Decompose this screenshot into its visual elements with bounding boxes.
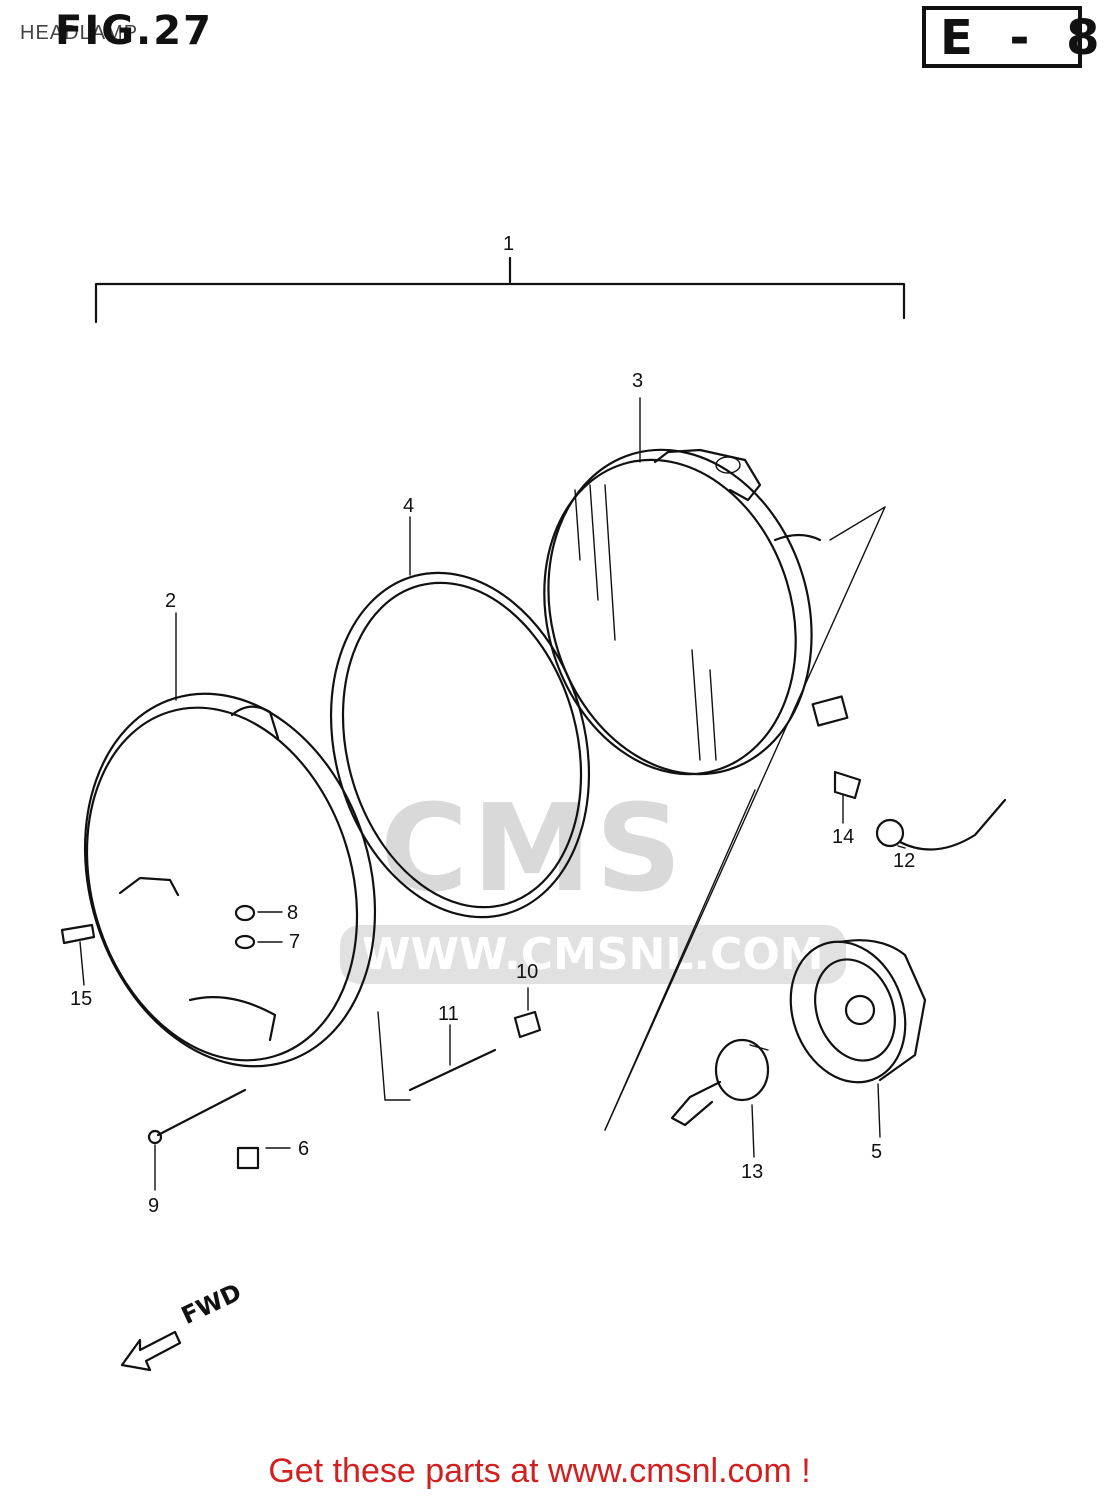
callout-6: 6	[298, 1138, 309, 1160]
footer-link-text[interactable]: Get these parts at www.cmsnl.com !	[268, 1452, 811, 1490]
callout-9: 9	[148, 1195, 159, 1217]
callout-12: 12	[893, 850, 915, 872]
watermark-url: WWW.CMSNL.COM	[340, 925, 846, 984]
callout-15: 15	[70, 988, 92, 1010]
hardware	[60, 904, 542, 1170]
socket-cover	[789, 939, 927, 1084]
callout-11: 11	[438, 1003, 459, 1025]
leader-lines	[79, 397, 906, 1191]
callout-14: 14	[832, 826, 854, 848]
callout-8: 8	[287, 902, 298, 924]
callout-7: 7	[289, 931, 300, 953]
callout-4: 4	[403, 495, 414, 517]
callout-1: 1	[503, 233, 514, 255]
assembly-bracket	[94, 256, 906, 324]
callout-numbers: 1 2 3 4 5 6 7 8 9 10 11 12 13 14 15	[70, 233, 915, 1217]
callout-2: 2	[165, 590, 176, 612]
headlamp-unit	[543, 448, 849, 776]
section-code-box: E - 8	[922, 6, 1100, 68]
callout-5: 5	[871, 1141, 882, 1163]
watermark-logo: CMS	[380, 780, 686, 919]
callout-10: 10	[516, 961, 538, 983]
headlamp-exploded-diagram: 1 2 3 4 5 6 7 8 9 10 11 12 13 14 15	[60, 233, 1007, 1372]
callout-3: 3	[632, 370, 643, 392]
position-lamp-socket	[833, 770, 1007, 851]
rim-ring	[329, 571, 591, 919]
forward-arrow-icon	[120, 1330, 182, 1372]
section-code: E - 8	[940, 10, 1110, 66]
bulb	[670, 1038, 770, 1127]
diagram-title: HEADLAMP	[20, 22, 139, 44]
figure-number: FIG.27	[55, 8, 213, 54]
headlamp-housing	[83, 692, 377, 1068]
callout-13: 13	[741, 1161, 763, 1183]
